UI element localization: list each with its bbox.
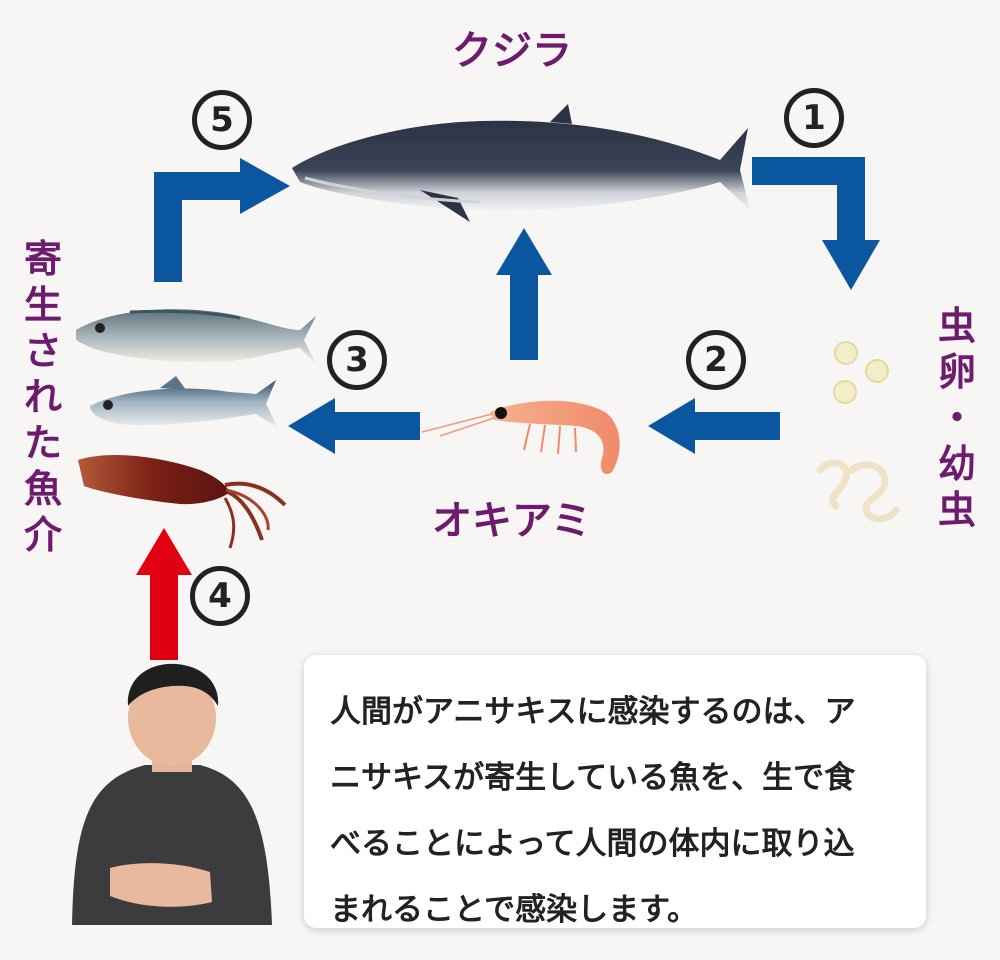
arrow-5 bbox=[154, 158, 290, 282]
infected-seafood-char: さ bbox=[23, 329, 62, 373]
step-1-badge: 1 bbox=[784, 88, 844, 148]
explanation-line: べることによって人間の体内に取り込 bbox=[330, 826, 855, 862]
step-5-badge: 5 bbox=[192, 90, 252, 150]
egg-icons bbox=[833, 341, 889, 404]
step-4-badge: 4 bbox=[190, 566, 250, 626]
step-2-badge: 2 bbox=[686, 330, 746, 390]
explanation-line: 人間がアニサキスに感染するのは、ア bbox=[330, 694, 856, 730]
infected-seafood-label: 寄 生 さ れ た 魚 介 bbox=[18, 236, 68, 558]
sick-person-illustration bbox=[72, 663, 272, 925]
eggs-larvae-char: 虫 bbox=[937, 488, 976, 532]
sardine-illustration bbox=[90, 376, 278, 428]
infected-seafood-char: 魚 bbox=[23, 467, 62, 511]
krill-illustration bbox=[421, 400, 620, 475]
explanation-line: ニサキスが寄生している魚を、生で食 bbox=[330, 760, 856, 796]
infected-seafood-char: た bbox=[23, 421, 62, 465]
infected-seafood-char: 寄 bbox=[23, 237, 62, 281]
step-3-badge: 3 bbox=[327, 330, 387, 390]
eggs-larvae-char: 虫 bbox=[937, 304, 976, 348]
arrow-3 bbox=[288, 398, 420, 454]
explanation-box: 人間がアニサキスに感染するのは、ア ニサキスが寄生している魚を、生で食 べること… bbox=[304, 655, 926, 928]
squid-illustration bbox=[78, 455, 287, 549]
infected-seafood-char: れ bbox=[23, 375, 62, 419]
mackerel-illustration bbox=[76, 309, 316, 364]
arrow-2 bbox=[648, 398, 780, 454]
explanation-line: まれることで感染します。 bbox=[330, 892, 698, 928]
whale-label: クジラ bbox=[452, 28, 572, 74]
infected-seafood-char: 生 bbox=[23, 283, 62, 327]
arrow-krill-to-whale bbox=[496, 228, 552, 360]
eggs-larvae-label: 虫 卵 ・ 幼 虫 bbox=[932, 303, 982, 533]
eggs-larvae-char: 卵 bbox=[937, 350, 976, 394]
eggs-larvae-char: ・ bbox=[937, 396, 976, 440]
infected-seafood-char: 介 bbox=[23, 513, 62, 557]
eggs-larvae-char: 幼 bbox=[937, 442, 976, 486]
larva-icons bbox=[816, 459, 900, 523]
arrow-4 bbox=[136, 528, 192, 660]
arrow-1 bbox=[752, 157, 880, 290]
krill-label: オキアミ bbox=[432, 498, 592, 544]
whale-illustration bbox=[292, 104, 750, 222]
